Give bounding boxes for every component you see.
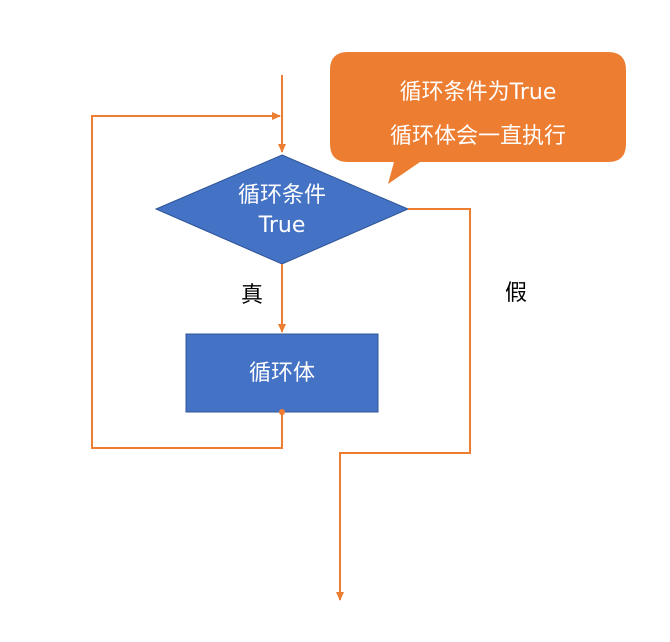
callout-line-1: 循环条件为True xyxy=(400,80,557,105)
loop-body-box xyxy=(185,333,379,413)
condition-line-2: True xyxy=(258,213,306,238)
callout-bubble xyxy=(330,52,626,184)
callout-line-2: 循环体会一直执行 xyxy=(390,124,566,149)
false-branch-arrow xyxy=(336,208,471,601)
true-branch-label: 真 xyxy=(241,283,263,308)
condition-line-1: 循环条件 xyxy=(238,183,326,208)
condition-diamond xyxy=(154,154,410,265)
loop-body-connector-dot xyxy=(279,409,285,415)
false-branch-label: 假 xyxy=(505,281,527,306)
loop-back-arrow xyxy=(91,112,283,449)
loop-body-label: 循环体 xyxy=(249,361,315,386)
